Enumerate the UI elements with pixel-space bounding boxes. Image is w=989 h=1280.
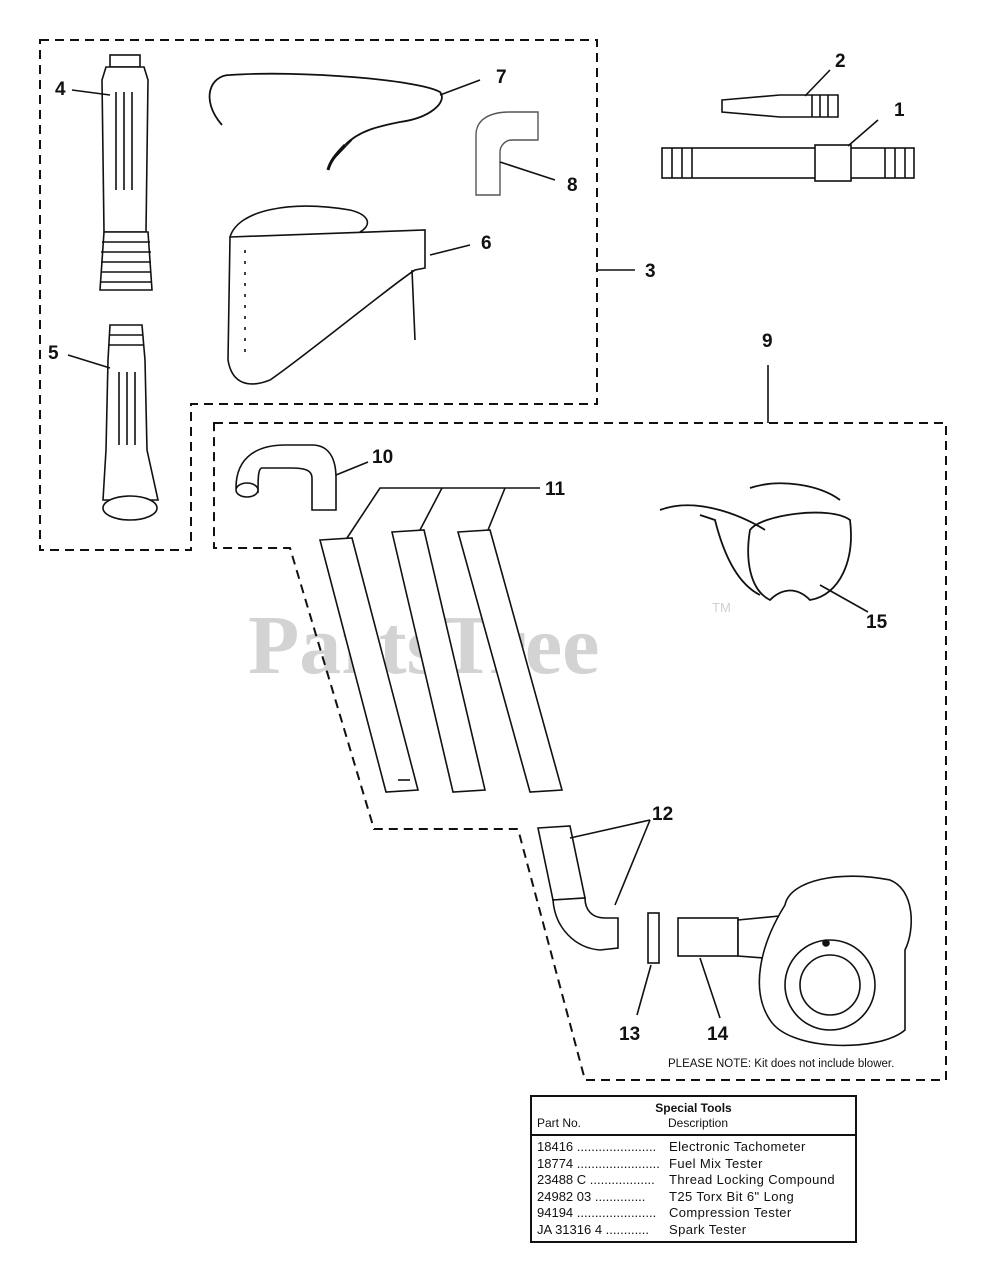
- tool-description: Spark Tester: [669, 1221, 747, 1237]
- kit-note: PLEASE NOTE: Kit does not include blower…: [668, 1058, 894, 1070]
- tool-part-number: 18774 .......................: [537, 1155, 660, 1171]
- callout-2: 2: [835, 51, 846, 72]
- tools-rows: 18416 ...................... Electronic …: [537, 1139, 851, 1238]
- tool-description: Electronic Tachometer: [669, 1139, 806, 1154]
- callout-5: 5: [48, 343, 59, 364]
- callout-12: 12: [652, 804, 673, 825]
- callout-8: 8: [567, 175, 578, 196]
- callout-6: 6: [481, 233, 492, 254]
- tool-part-number: 94194 ......................: [537, 1205, 657, 1220]
- callout-13: 13: [619, 1024, 640, 1045]
- tool-part-number: JA 31316 4 ............: [537, 1221, 650, 1237]
- table-row: 23488 C .................. Thread Lockin…: [537, 1172, 851, 1189]
- part-15-safety-glasses: [659, 482, 852, 602]
- tool-part-number: 18416 ......................: [537, 1139, 657, 1154]
- part-7-strap: [208, 72, 443, 171]
- header-part-no: Part No.: [537, 1116, 582, 1130]
- tool-part-number: 23488 C ..................: [537, 1172, 655, 1187]
- watermark-tm: TM: [712, 600, 731, 615]
- callout-1: 1: [894, 100, 905, 121]
- callout-10: 10: [372, 447, 393, 468]
- tool-part-number: 24982 03 ..............: [537, 1188, 646, 1204]
- tool-description: Fuel Mix Tester: [669, 1155, 763, 1171]
- table-divider: [532, 1134, 855, 1136]
- part-2-coupler: [721, 94, 839, 118]
- part-12-coupler-elbow: [537, 825, 619, 951]
- callout-15: 15: [866, 612, 888, 633]
- part-5-nozzle: [102, 324, 159, 521]
- kit-3-boundary: [39, 39, 598, 551]
- tool-description: Thread Locking Compound: [669, 1172, 836, 1187]
- part-11-tubes: [318, 529, 564, 793]
- special-tools-table: Special Tools Part No. Description 18416…: [530, 1095, 857, 1243]
- part-1-extension-tube: [661, 144, 915, 182]
- table-row: JA 31316 4 ............ Spark Tester: [537, 1222, 851, 1239]
- callout-3: 3: [645, 261, 656, 282]
- table-row: 94194 ...................... Compression…: [537, 1205, 851, 1222]
- table-row: 18416 ...................... Electronic …: [537, 1139, 851, 1156]
- callout-14: 14: [707, 1024, 729, 1045]
- special-tools-title: Special Tools: [655, 1101, 732, 1115]
- part-13-insert: [647, 912, 660, 964]
- callout-4: 4: [55, 79, 66, 100]
- part-10-elbow: [235, 444, 337, 511]
- callout-9: 9: [762, 331, 773, 352]
- callout-7: 7: [496, 67, 507, 88]
- tool-description: Compression Tester: [669, 1205, 792, 1220]
- leader-lines: [67, 69, 879, 1019]
- table-row: 24982 03 .............. T25 Torx Bit 6" …: [537, 1189, 851, 1206]
- header-description: Description: [668, 1116, 729, 1130]
- kit-9-boundary: [213, 422, 947, 1081]
- part-4-upper-tube: [99, 54, 153, 291]
- callout-11: 11: [545, 479, 566, 500]
- part-6-bag: [227, 205, 426, 385]
- table-row: 18774 ....................... Fuel Mix T…: [537, 1156, 851, 1173]
- tool-description: T25 Torx Bit 6" Long: [669, 1188, 795, 1204]
- part-14-adapter-and-blower: [677, 875, 913, 1047]
- part-8-elbow: [475, 111, 539, 196]
